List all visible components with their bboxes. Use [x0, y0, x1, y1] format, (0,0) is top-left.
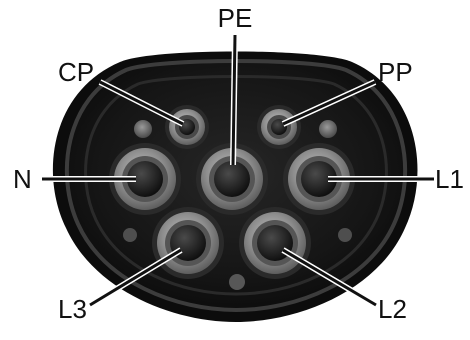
- label-l3: L3: [58, 294, 87, 324]
- indicator-dot-icon: [319, 120, 337, 138]
- label-l1: L1: [435, 164, 464, 194]
- indicator-dot-icon: [134, 120, 152, 138]
- label-pp: PP: [378, 57, 413, 87]
- pin-cp: [165, 105, 209, 149]
- pin-l2: [239, 207, 311, 279]
- label-cp: CP: [58, 57, 94, 87]
- indicator-dot-icon: [123, 228, 137, 242]
- leader-line-pe: [233, 35, 235, 165]
- label-pe: PE: [218, 3, 253, 33]
- label-n: N: [13, 164, 32, 194]
- indicator-dot-icon: [229, 274, 245, 290]
- pin-l3: [152, 207, 224, 279]
- label-l2: L2: [378, 294, 407, 324]
- indicator-dot-icon: [338, 228, 352, 242]
- pin-pp: [257, 105, 301, 149]
